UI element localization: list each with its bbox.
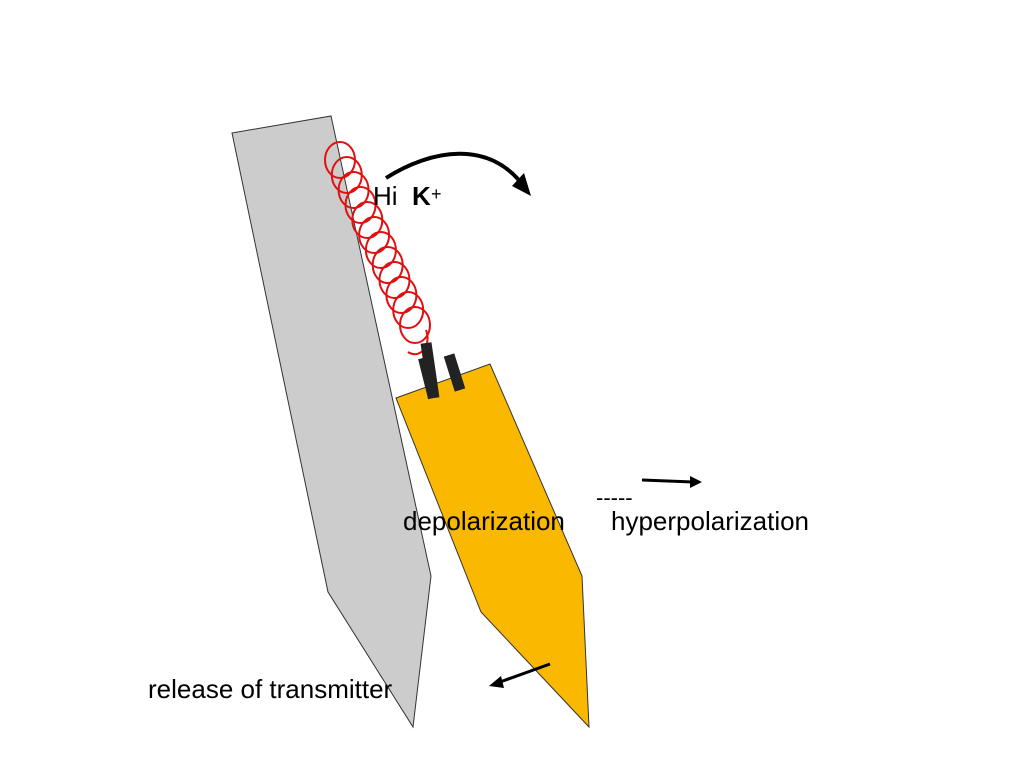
dashes-label: -----	[596, 485, 633, 510]
ion-flow-arrowhead	[512, 173, 531, 196]
release-arrowhead	[489, 676, 504, 688]
release-label: release of transmitter	[148, 674, 393, 704]
ion-channel	[418, 342, 466, 400]
yellow-cell	[395, 363, 590, 729]
hyperpolarization-label: hyperpolarization	[611, 506, 809, 536]
channel-bar-right	[443, 353, 466, 392]
coil-loop	[399, 306, 431, 344]
polarization-arrowhead	[690, 476, 702, 488]
ion-flow-arrow	[384, 151, 527, 190]
release-arrow	[499, 662, 551, 684]
polarization-arrow	[641, 478, 694, 484]
gray-cell	[231, 115, 432, 729]
ion-label-symbol: K	[412, 181, 431, 211]
ion-label-prefix: Hi	[373, 181, 398, 211]
ion-label-charge: +	[431, 184, 442, 204]
depolarization-label: depolarization	[403, 506, 565, 536]
channel-bar-mid	[418, 356, 438, 400]
